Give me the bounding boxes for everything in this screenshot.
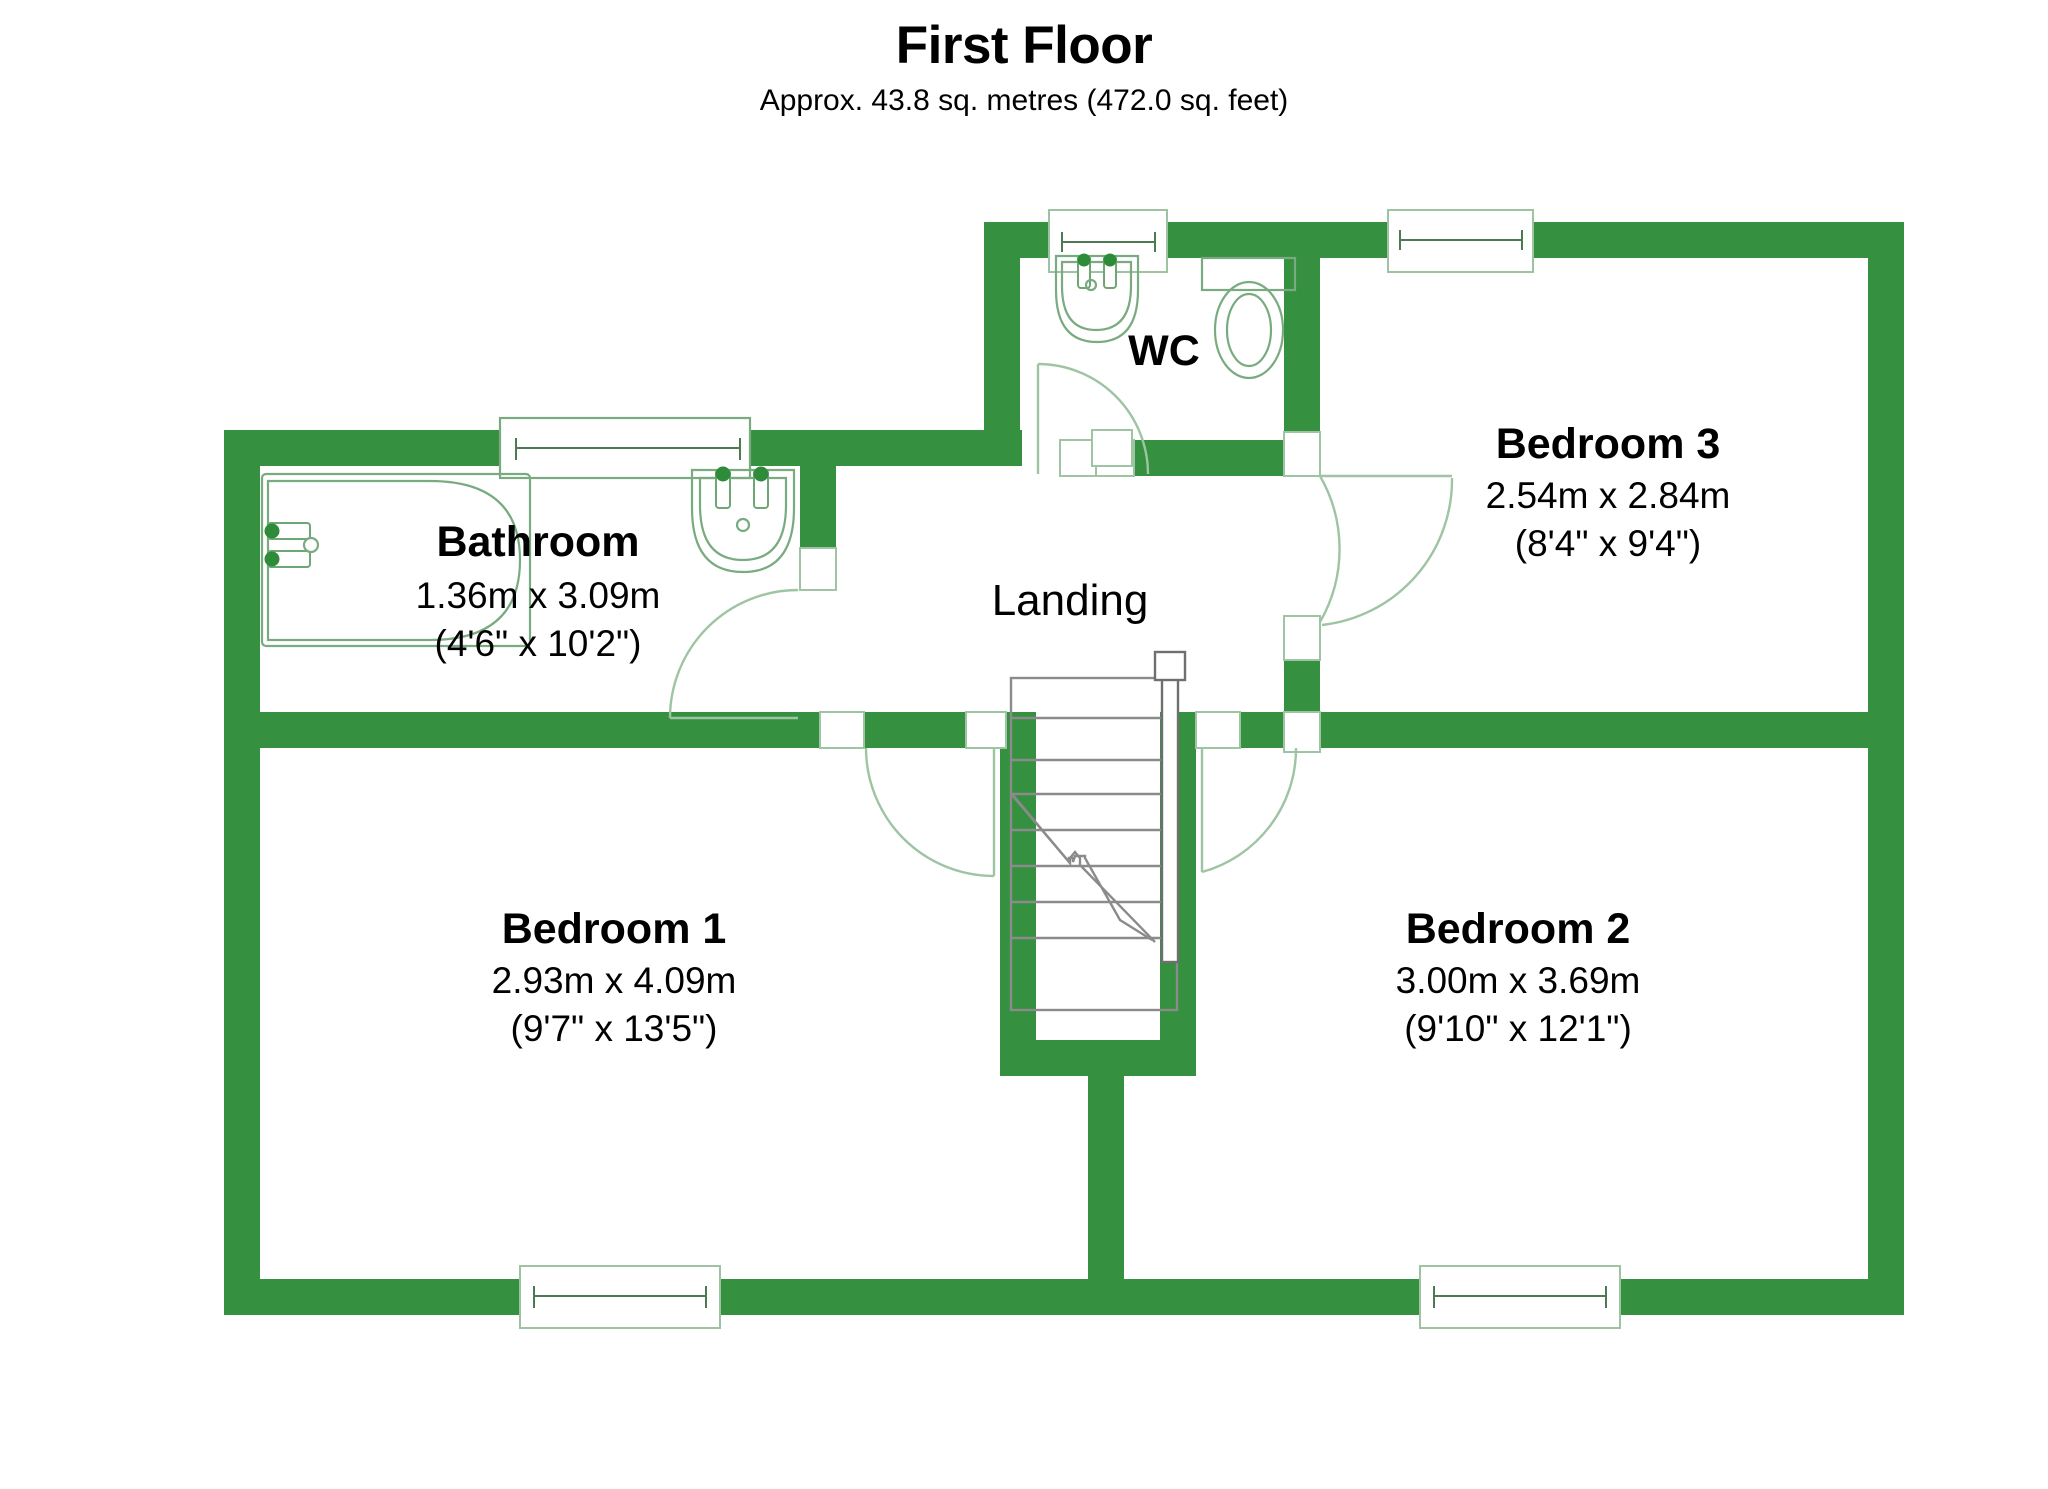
window-bathroom xyxy=(498,416,752,480)
wc-basin-icon xyxy=(1054,253,1140,344)
wall-landing-top xyxy=(800,430,1022,466)
door-swings-group xyxy=(668,362,1454,878)
door-bedroom2[interactable] xyxy=(1200,747,1298,874)
room-labels-group: Bathroom 1.36m x 3.09m (4'6" x 10'2") WC… xyxy=(416,327,1731,1049)
bedroom1-name: Bedroom 1 xyxy=(502,905,727,953)
opening-landing-top xyxy=(1091,429,1133,467)
room-label-bathroom: Bathroom 1.36m x 3.09m (4'6" x 10'2") xyxy=(416,518,661,664)
wall-bedroom3-bottom xyxy=(1284,712,1904,748)
wall-bathroom-right xyxy=(800,430,836,560)
windows-group xyxy=(498,209,1621,1329)
bathroom-dim-metric: 1.36m x 3.09m xyxy=(416,575,661,616)
opening-bathroom xyxy=(799,547,837,591)
door-wc[interactable] xyxy=(1036,362,1150,475)
bathroom-name: Bathroom xyxy=(436,518,639,566)
page-title: First Floor xyxy=(895,16,1153,75)
bedroom2-dim-metric: 3.00m x 3.69m xyxy=(1396,960,1641,1001)
landing-name: Landing xyxy=(992,576,1149,625)
bedroom1-dim-imperial: (9'7" x 13'5") xyxy=(511,1008,718,1049)
opening-bedroom3-corner xyxy=(1283,711,1321,753)
window-bedroom3 xyxy=(1387,209,1534,273)
opening-bedroom3-lower xyxy=(1283,615,1321,661)
wall-outer-right xyxy=(1868,222,1904,1315)
bedroom3-name: Bedroom 3 xyxy=(1496,420,1721,468)
bathroom-dim-imperial: (4'6" x 10'2") xyxy=(435,623,642,664)
opening-bedroom2 xyxy=(1195,711,1241,749)
opening-wc-left xyxy=(1059,439,1097,477)
window-bedroom1 xyxy=(519,1265,721,1329)
staircase-icon xyxy=(1009,650,1187,1012)
bedroom2-dim-imperial: (9'10" x 12'1") xyxy=(1404,1008,1632,1049)
room-label-bedroom2: Bedroom 2 3.00m x 3.69m (9'10" x 12'1") xyxy=(1396,905,1641,1049)
wall-wc-left xyxy=(984,222,1020,462)
door-bedroom3[interactable] xyxy=(1318,474,1454,627)
walls-group xyxy=(224,222,1904,1315)
fixtures-group xyxy=(260,253,1297,648)
bathtub-icon xyxy=(260,472,532,648)
opening-stairwell-left xyxy=(965,711,1007,749)
room-label-landing: Landing xyxy=(992,576,1149,625)
door-bedroom1[interactable] xyxy=(864,747,996,878)
door-openings-group xyxy=(799,429,1321,753)
room-label-wc: WC xyxy=(1128,327,1200,375)
bedroom2-name: Bedroom 2 xyxy=(1406,905,1631,953)
bedroom3-dim-metric: 2.54m x 2.84m xyxy=(1486,475,1731,516)
bedroom3-dim-imperial: (8'4" x 9'4") xyxy=(1515,523,1701,564)
wall-outer-bottom xyxy=(224,1279,1904,1315)
wall-outer-left xyxy=(224,430,260,1315)
bedroom1-dim-metric: 2.93m x 4.09m xyxy=(492,960,737,1001)
bathroom-basin-icon xyxy=(690,466,796,574)
room-label-bedroom3: Bedroom 3 2.54m x 2.84m (8'4" x 9'4") xyxy=(1486,420,1731,564)
wall-bedroom-divider xyxy=(1088,1040,1124,1290)
toilet-icon xyxy=(1200,256,1297,380)
page-subtitle: Approx. 43.8 sq. metres (472.0 sq. feet) xyxy=(759,83,1289,117)
window-bedroom2 xyxy=(1419,1265,1621,1329)
wc-name: WC xyxy=(1128,327,1200,375)
opening-bedroom1 xyxy=(819,711,865,749)
opening-bedroom3-upper xyxy=(1283,431,1321,477)
title-block: First Floor Approx. 43.8 sq. metres (472… xyxy=(0,18,2048,118)
wall-stairwell-left xyxy=(1000,712,1036,1042)
room-label-bedroom1: Bedroom 1 2.93m x 4.09m (9'7" x 13'5") xyxy=(492,905,737,1049)
door-bathroom[interactable] xyxy=(668,588,799,720)
